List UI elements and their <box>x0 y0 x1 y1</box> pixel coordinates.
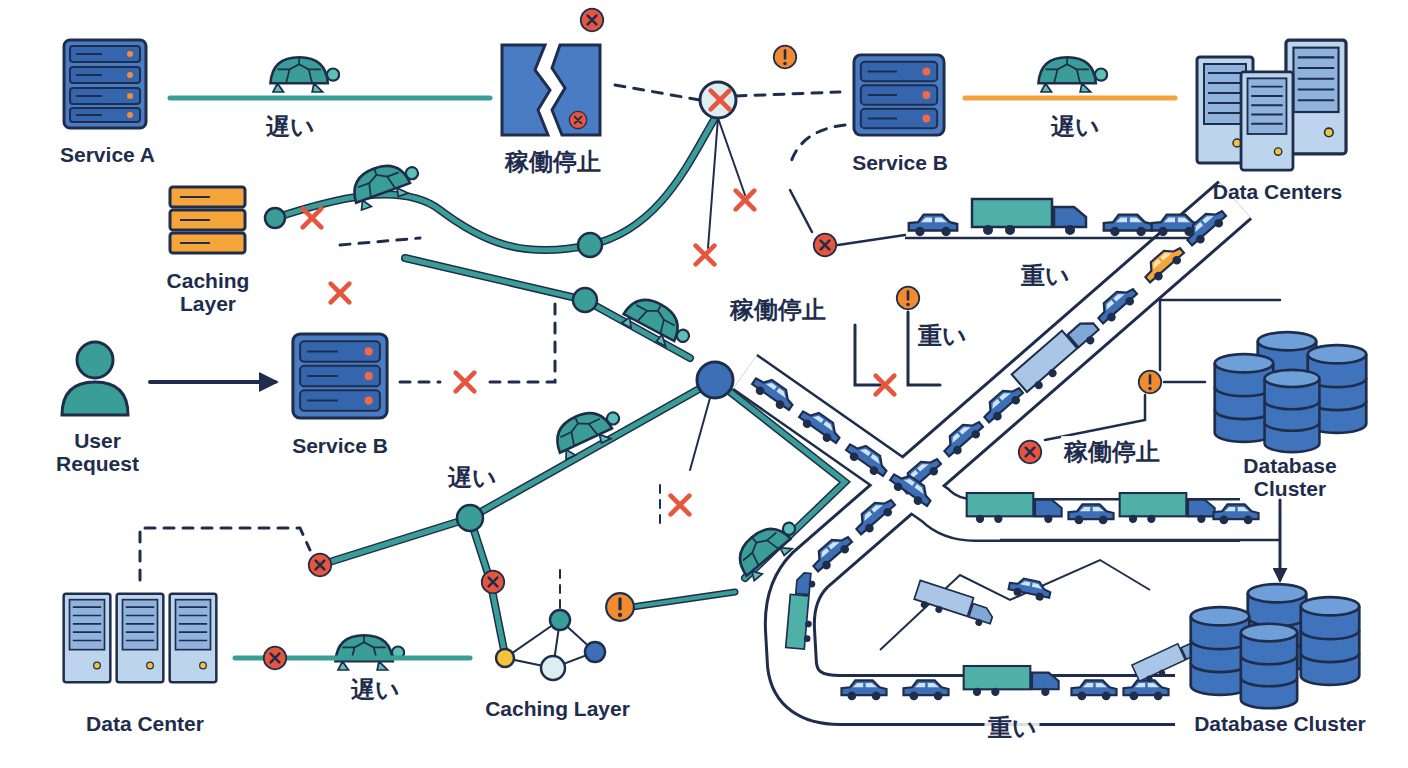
system-node: Service A <box>45 35 170 166</box>
node-label: Database Cluster <box>1215 454 1365 500</box>
turtles <box>270 57 1107 670</box>
node-label: Data Center <box>86 712 204 735</box>
status-label: 遅い <box>445 462 500 494</box>
connector-line <box>1279 500 1282 580</box>
system-icons <box>62 40 1366 708</box>
node-label: Caching Layer <box>152 269 264 315</box>
node-label: Service B <box>852 151 948 174</box>
system-node: 稼働停止 <box>490 40 615 175</box>
node-label: Service B <box>292 434 388 457</box>
system-node: Data Center <box>55 580 235 735</box>
node-label: Data Centers <box>1213 180 1343 203</box>
node-label: 稼働停止 <box>505 149 601 175</box>
system-node: User Request <box>45 340 150 475</box>
warning-markers <box>606 46 1161 621</box>
cars <box>749 199 1258 700</box>
status-label: 重い <box>985 712 1040 744</box>
node-label: Caching Layer <box>485 697 630 720</box>
traffic-road <box>745 200 1280 700</box>
connector-line <box>170 96 490 101</box>
edge-label: 遅い <box>348 674 403 706</box>
system-node: Database Cluster <box>1175 580 1385 735</box>
connector-line <box>150 380 275 384</box>
status-label: 重い <box>915 320 970 352</box>
connector-line <box>965 96 1175 101</box>
system-node: Service B <box>275 330 405 457</box>
system-node: Data Centers <box>1175 35 1380 203</box>
status-label: 重い <box>1018 260 1073 292</box>
system-node: Caching Layer <box>152 185 264 315</box>
edge-label: 遅い <box>1048 111 1103 143</box>
system-node: Caching Layer <box>470 605 645 720</box>
node-label: Database Cluster <box>1194 712 1366 735</box>
status-label: 稼働停止 <box>727 294 829 326</box>
network-links <box>140 85 1280 655</box>
system-node: Database Cluster <box>1215 325 1365 500</box>
failure-markers <box>264 9 1042 670</box>
node-label: User Request <box>45 429 150 475</box>
hub-nodes <box>265 82 736 531</box>
status-label: 稼働停止 <box>1061 436 1163 468</box>
node-label: Service A <box>60 143 155 166</box>
edge-label: 遅い <box>263 111 318 143</box>
system-node: Service B <box>835 50 965 174</box>
